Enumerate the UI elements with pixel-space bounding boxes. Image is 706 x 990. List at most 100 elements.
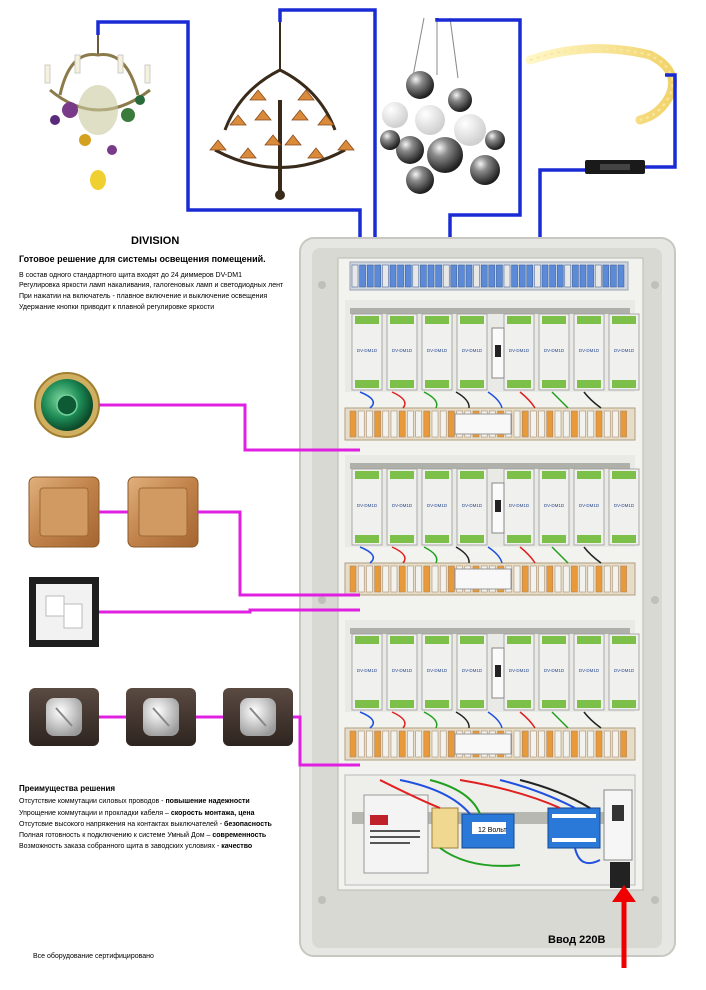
- terminal: [541, 264, 549, 288]
- wood-switch-icon: [28, 476, 100, 548]
- header-line-4: Удержание кнопки приводит к плавной регу…: [19, 304, 215, 311]
- dimmer-module: DV-DM1D: [456, 313, 488, 391]
- dimmer-module: DV-DM1D: [608, 633, 640, 711]
- bottom-section: [344, 774, 636, 888]
- svg-text:DV-DM1D: DV-DM1D: [462, 668, 483, 673]
- terminal: [458, 264, 465, 288]
- dimmer-row: DV-DM1D DV-DM1D DV-DM1D DV-DM1D DV-DM1D DV-DM…: [345, 300, 640, 392]
- terminal: [564, 264, 572, 288]
- advantage-item: Отсутствие коммутации силовых проводов -…: [19, 798, 250, 805]
- terminal: [382, 264, 389, 288]
- dark-switch-icon: [126, 688, 196, 746]
- psu-voltage-label: 12 Вольт: [478, 827, 507, 834]
- header-line-1: В состав одного стандартного щита входят…: [19, 272, 242, 279]
- chandelier-bronze-icon: [209, 22, 355, 200]
- header-line-2: Регулировка яркости ламп накаливания, га…: [19, 282, 284, 289]
- svg-text:DV-DM1D: DV-DM1D: [427, 668, 448, 673]
- input-arrow: [612, 885, 636, 968]
- terminal: [450, 264, 458, 288]
- dimmer-module: DV-DM1D: [351, 313, 383, 391]
- svg-text:DV-DM1D: DV-DM1D: [579, 668, 600, 673]
- page-subtitle: Готовое решение для системы освещения по…: [19, 254, 266, 264]
- terminal: [480, 264, 488, 288]
- terminal: [389, 264, 397, 288]
- svg-text:DV-DM1D: DV-DM1D: [544, 503, 565, 508]
- terminal: [602, 264, 610, 288]
- terminal: [617, 264, 625, 288]
- advantage-item: Упрощение коммутации и прокладки кабеля …: [19, 810, 255, 817]
- dimmer-module: DV-DM1D: [351, 633, 383, 711]
- svg-text:DV-DM1D: DV-DM1D: [462, 348, 483, 353]
- advantage-item: Полная готовность к подключению к систем…: [19, 832, 267, 839]
- dimmer-module: DV-DM1D: [608, 313, 640, 391]
- dimmer-module: DV-DM1D: [456, 633, 488, 711]
- terminal: [488, 264, 496, 288]
- svg-text:DV-DM1D: DV-DM1D: [614, 503, 635, 508]
- terminal: [442, 264, 450, 288]
- terminal-strip: [344, 407, 636, 441]
- svg-text:DV-DM1D: DV-DM1D: [579, 348, 600, 353]
- svg-text:DV-DM1D: DV-DM1D: [544, 668, 565, 673]
- svg-text:DV-DM1D: DV-DM1D: [392, 348, 413, 353]
- dimmer-module: DV-DM1D: [538, 633, 570, 711]
- dimmer-row: DV-DM1D DV-DM1D DV-DM1D DV-DM1D DV-DM1D DV-DM…: [345, 620, 640, 712]
- dimmer-module: DV-DM1D: [503, 633, 535, 711]
- dimmer-module: DV-DM1D: [503, 313, 535, 391]
- terminal: [374, 264, 382, 288]
- dimmer-module: DV-DM1D: [538, 313, 570, 391]
- terminal: [556, 264, 564, 288]
- svg-text:DV-DM1D: DV-DM1D: [614, 668, 635, 673]
- advantages-title: Преимущества решения: [19, 784, 116, 793]
- svg-text:DV-DM1D: DV-DM1D: [427, 503, 448, 508]
- dimmer-module: DV-DM1D: [386, 313, 418, 391]
- dimmer-module: DV-DM1D: [456, 468, 488, 546]
- svg-text:DV-DM1D: DV-DM1D: [357, 503, 378, 508]
- power-supply: [363, 794, 429, 874]
- terminal: [404, 264, 412, 288]
- terminal: [511, 264, 518, 288]
- svg-text:DV-DM1D: DV-DM1D: [614, 348, 635, 353]
- wood-switch-icon: [127, 476, 199, 548]
- dimmer-module: DV-DM1D: [386, 468, 418, 546]
- terminal: [473, 264, 480, 288]
- svg-text:DV-DM1D: DV-DM1D: [357, 348, 378, 353]
- terminal: [397, 264, 404, 288]
- dark-switch-icon: [29, 688, 99, 746]
- terminal: [351, 264, 359, 288]
- dimmer-module: DV-DM1D: [351, 468, 383, 546]
- main-breaker: [603, 789, 633, 861]
- terminal: [465, 264, 473, 288]
- terminal-group: [431, 807, 459, 849]
- terminal-strip: [344, 727, 636, 761]
- terminal: [610, 264, 617, 288]
- svg-text:DV-DM1D: DV-DM1D: [392, 503, 413, 508]
- dimmer-module: DV-DM1D: [421, 633, 453, 711]
- load-wires: [96, 8, 677, 248]
- terminal: [366, 264, 374, 288]
- dimmer-row: DV-DM1D DV-DM1D DV-DM1D DV-DM1D DV-DM1D DV-DM…: [345, 455, 640, 547]
- chandelier-spheres-icon: [380, 17, 505, 194]
- terminal: [420, 264, 427, 288]
- top-terminal-block: [349, 261, 629, 291]
- dimmer-module: DV-DM1D: [538, 468, 570, 546]
- svg-text:DV-DM1D: DV-DM1D: [509, 348, 530, 353]
- svg-text:DV-DM1D: DV-DM1D: [392, 668, 413, 673]
- dark-switch-icon: [223, 688, 293, 746]
- terminal: [526, 264, 534, 288]
- svg-text:DV-DM1D: DV-DM1D: [544, 348, 565, 353]
- dimmer-module: DV-DM1D: [573, 633, 605, 711]
- terminal: [579, 264, 587, 288]
- terminal-strip: [344, 562, 636, 596]
- terminal: [427, 264, 435, 288]
- round-knob-dimmer-icon: [34, 372, 100, 438]
- terminal: [359, 264, 366, 288]
- svg-text:DV-DM1D: DV-DM1D: [357, 668, 378, 673]
- terminal: [435, 264, 442, 288]
- chandelier-crystal-icon: [44, 35, 151, 190]
- dimmer-module: DV-DM1D: [573, 468, 605, 546]
- signal-wires: [99, 403, 360, 767]
- terminal: [549, 264, 556, 288]
- svg-text:DV-DM1D: DV-DM1D: [509, 668, 530, 673]
- terminal: [534, 264, 541, 288]
